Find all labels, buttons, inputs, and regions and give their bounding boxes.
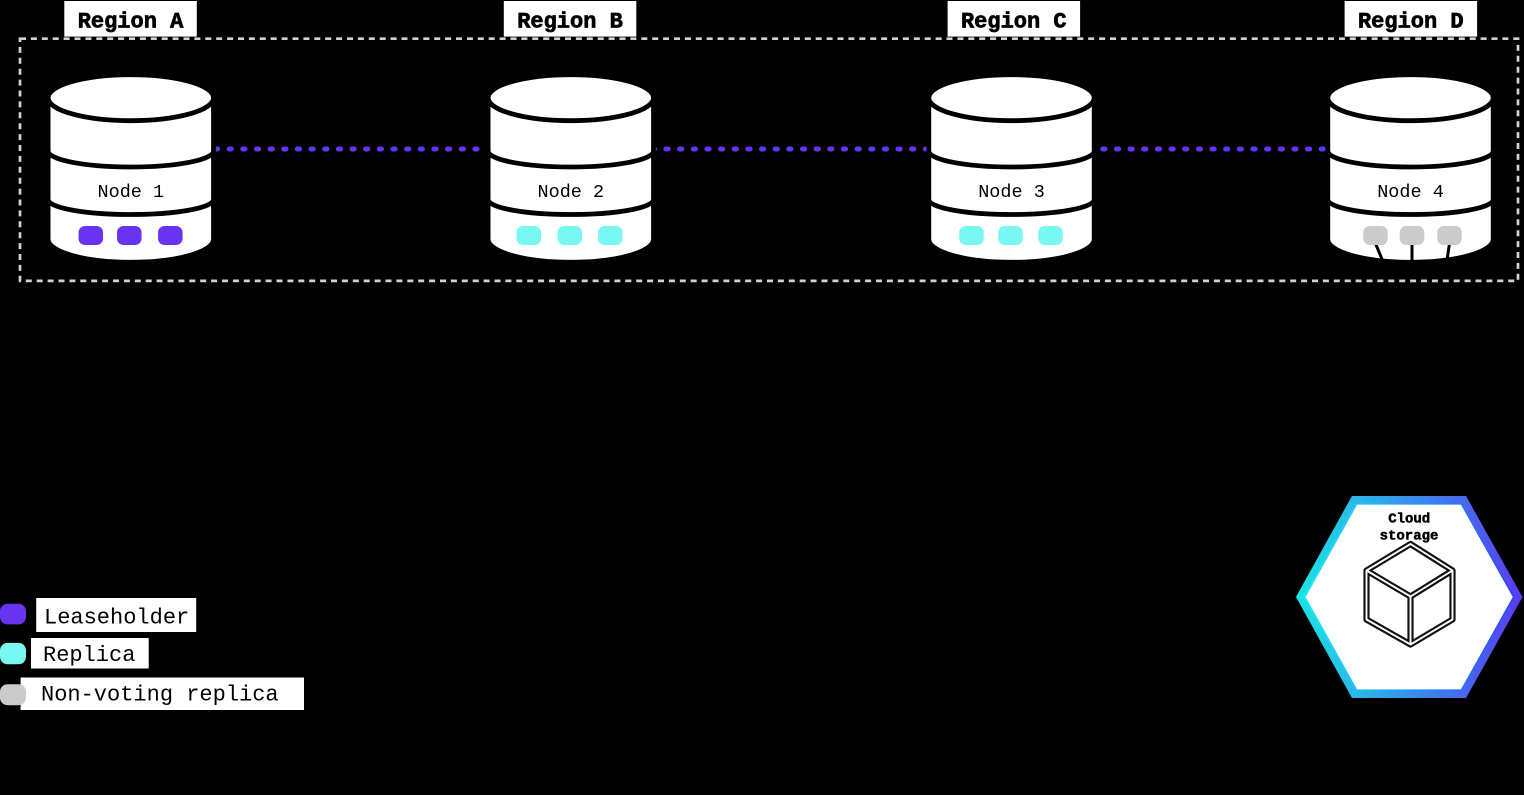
svg-text:Cloud: Cloud — [1388, 511, 1430, 527]
svg-text:Node 4: Node 4 — [1377, 182, 1444, 203]
svg-text:Node 1: Node 1 — [97, 182, 164, 203]
svg-text:Region D: Region D — [1358, 10, 1464, 35]
svg-text:Leaseholder: Leaseholder — [44, 606, 189, 631]
svg-text:Replica: Replica — [43, 643, 135, 668]
svg-text:Node 2: Node 2 — [537, 182, 604, 203]
svg-text:storage: storage — [1380, 529, 1439, 545]
svg-text:Region C: Region C — [961, 10, 1067, 35]
svg-text:Region B: Region B — [517, 10, 623, 35]
svg-text:Region A: Region A — [78, 10, 184, 35]
svg-text:Node 3: Node 3 — [978, 182, 1045, 203]
svg-text:Non-voting replica: Non-voting replica — [41, 683, 279, 708]
